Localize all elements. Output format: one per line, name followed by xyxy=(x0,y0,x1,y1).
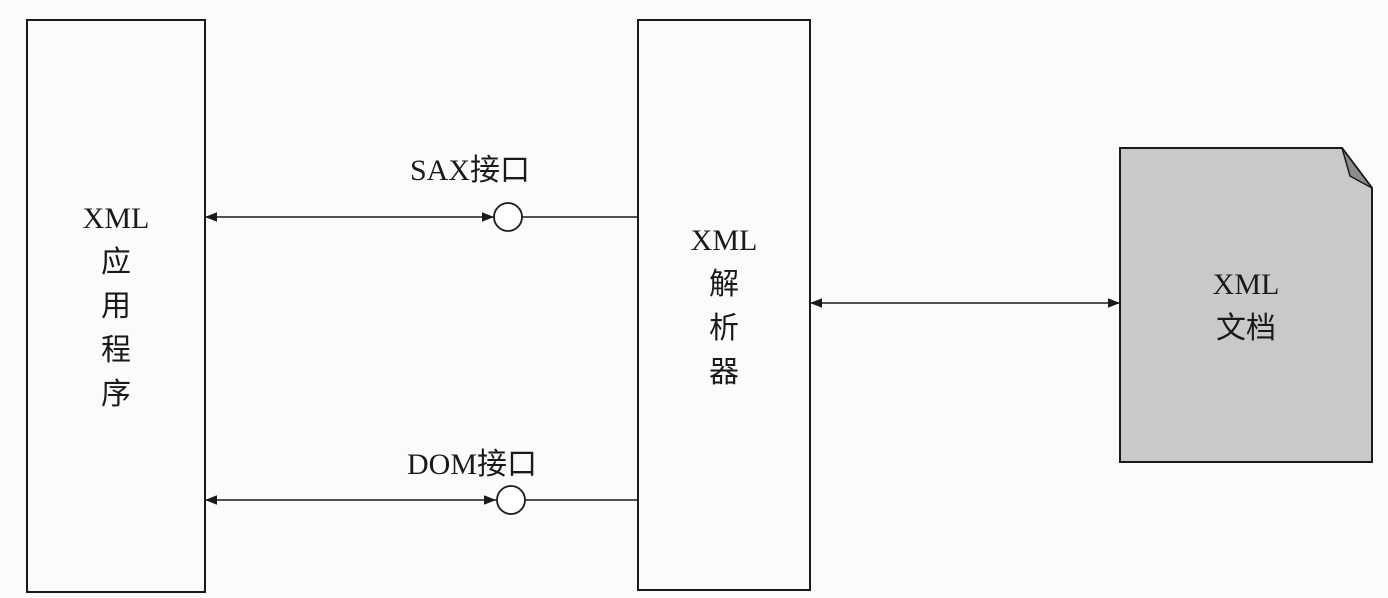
app-label-line: 应 xyxy=(101,246,131,279)
sax-interface-circle xyxy=(493,202,523,232)
app-label-line: 用 xyxy=(101,290,131,323)
parser-label-line: 器 xyxy=(709,356,739,389)
sax-interface-label: SAX接口 xyxy=(410,154,530,187)
xml-parser-box: XML 解 析 器 xyxy=(637,19,811,591)
dom-interface-label: DOM接口 xyxy=(407,448,537,481)
xml-application-box: XML 应 用 程 序 xyxy=(26,19,206,593)
parser-label-line: 解 xyxy=(709,268,739,301)
document-fold-icon xyxy=(1341,147,1373,189)
app-label-line: 程 xyxy=(101,334,131,367)
document-shape xyxy=(1119,147,1373,463)
document-label-line: XML xyxy=(1213,268,1280,301)
dom-interface: DOM接口 xyxy=(205,448,638,515)
app-label-line: 序 xyxy=(101,378,131,411)
xml-document: XML 文档 xyxy=(1119,147,1373,463)
parser-label-line: 析 xyxy=(709,312,739,345)
parser-label-line: XML xyxy=(691,224,758,257)
dom-interface-circle xyxy=(496,485,526,515)
document-label-line: 文档 xyxy=(1216,312,1276,345)
app-label-line: XML xyxy=(83,202,150,235)
sax-interface: SAX接口 xyxy=(205,154,638,232)
